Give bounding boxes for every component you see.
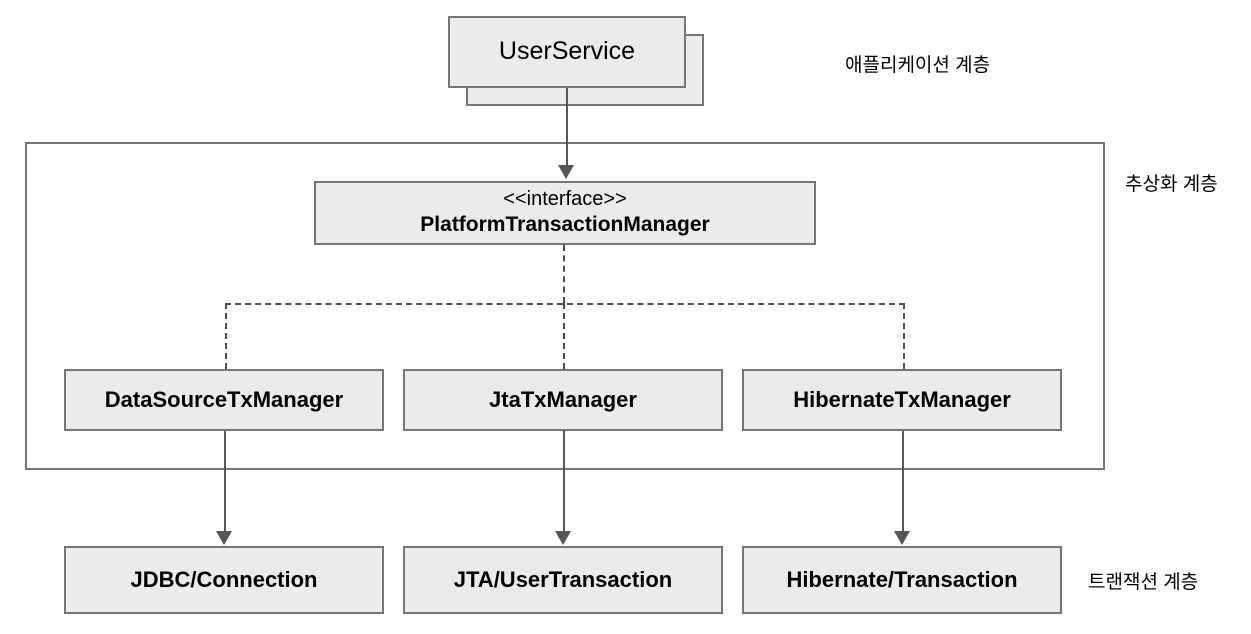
interface-stereotype-label: <<interface>>	[503, 187, 627, 210]
node-user-service[interactable]: UserService	[448, 16, 686, 88]
arrowhead-hibernate-to-transaction	[894, 531, 910, 545]
layer-label-abstraction: 추상화 계층	[1125, 174, 1218, 195]
node-jta-usertransaction[interactable]: JTA/UserTransaction	[403, 546, 723, 614]
edge-hibernate-to-transaction	[902, 431, 904, 531]
node-jta-tx-manager-label: JtaTxManager	[489, 387, 637, 413]
edge-datasource-to-jdbc	[224, 431, 226, 531]
arrowhead-jta-to-usertransaction	[555, 531, 571, 545]
edge-user-service-to-interface	[566, 88, 568, 165]
node-user-service-label: UserService	[498, 37, 636, 66]
layer-label-transaction: 트랜잭션 계층	[1088, 572, 1199, 593]
edge-realization-drop-datasource	[225, 303, 227, 369]
node-hibernate-transaction[interactable]: Hibernate/Transaction	[742, 546, 1062, 614]
node-datasource-tx-manager[interactable]: DataSourceTxManager	[64, 369, 384, 431]
arrowhead-datasource-to-jdbc	[216, 531, 232, 545]
edge-realization-stem	[563, 245, 565, 303]
arrowhead-user-service-to-interface	[558, 165, 574, 179]
abstraction-layer-container	[25, 142, 1105, 470]
node-hibernate-tx-manager-label: HibernateTxManager	[793, 387, 1011, 413]
node-platform-transaction-manager[interactable]: <<interface>> PlatformTransactionManager	[314, 181, 816, 245]
node-jdbc-connection-label: JDBC/Connection	[130, 567, 318, 593]
edge-realization-bus	[225, 303, 905, 305]
edge-realization-drop-jta	[563, 303, 565, 369]
edge-realization-drop-hibernate	[903, 303, 905, 369]
edge-jta-to-usertransaction	[563, 431, 565, 531]
node-platform-transaction-manager-label: PlatformTransactionManager	[420, 213, 710, 237]
node-hibernate-transaction-label: Hibernate/Transaction	[786, 567, 1018, 593]
layer-label-application: 애플리케이션 계층	[845, 55, 991, 76]
node-hibernate-tx-manager[interactable]: HibernateTxManager	[742, 369, 1062, 431]
node-jta-tx-manager[interactable]: JtaTxManager	[403, 369, 723, 431]
node-datasource-tx-manager-label: DataSourceTxManager	[104, 387, 344, 413]
node-jdbc-connection[interactable]: JDBC/Connection	[64, 546, 384, 614]
node-jta-usertransaction-label: JTA/UserTransaction	[453, 567, 673, 593]
